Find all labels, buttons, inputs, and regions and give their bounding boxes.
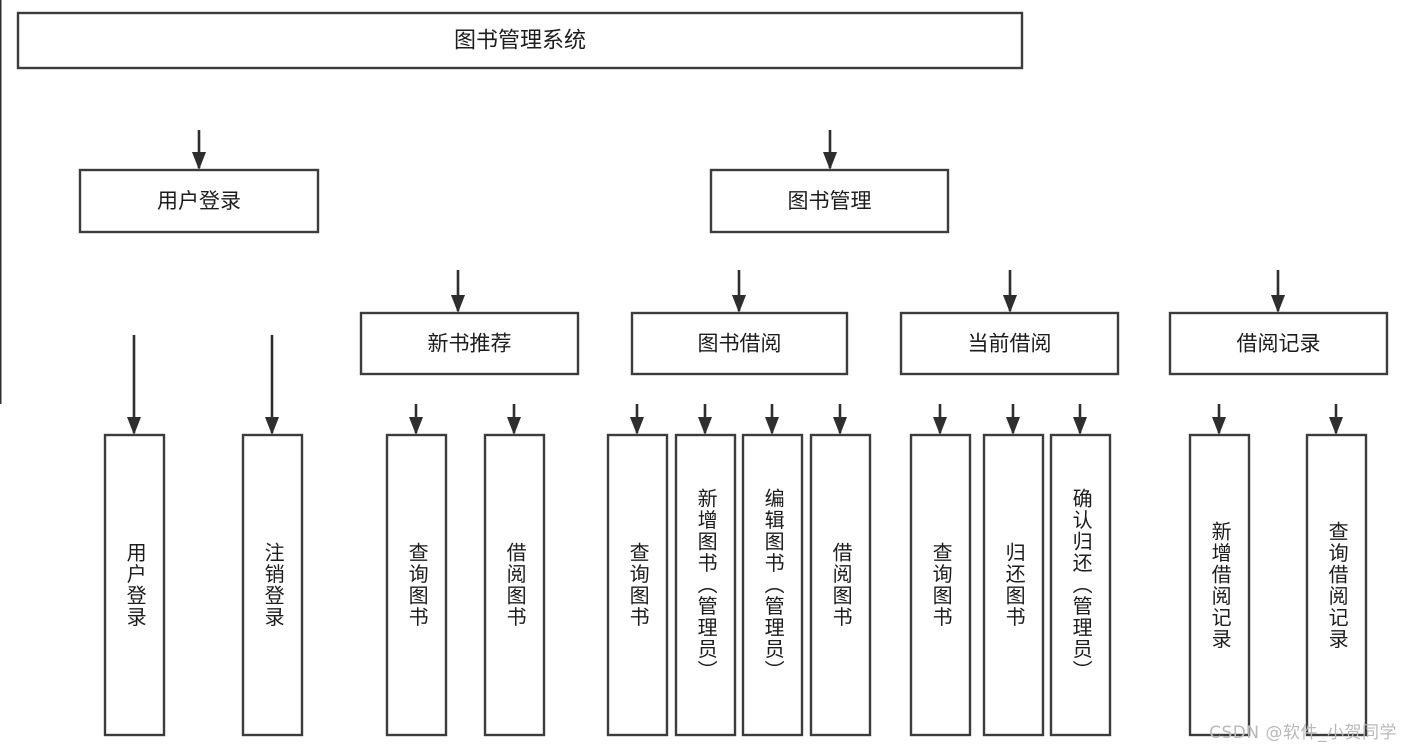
node-box-leaf-edit-book-admin[interactable] (741, 433, 804, 737)
arrow-head (409, 417, 423, 435)
arrow-head (507, 417, 521, 435)
node-box-leaf-query-book-recommend[interactable] (385, 433, 448, 737)
node-label: 用户登录 (157, 189, 241, 213)
arrow-head (833, 417, 847, 435)
node-box-borrow-record[interactable] (1168, 311, 1389, 376)
node-box-leaf-query-book-current[interactable] (909, 433, 972, 737)
arrow-head (1073, 417, 1087, 435)
node-box-leaf-confirm-return-admin[interactable] (1049, 433, 1112, 737)
node-box-leaf-borrow-book[interactable] (809, 433, 872, 737)
node-box-leaf-add-book-admin[interactable] (674, 433, 737, 737)
arrow-head (823, 152, 837, 170)
arrow-head (732, 295, 746, 313)
arrow-head (192, 152, 206, 170)
node-box-leaf-borrow-book-recommend[interactable] (483, 433, 546, 737)
arrow-head (1329, 417, 1343, 435)
node-box-leaf-logout-login[interactable] (241, 433, 304, 737)
node-label: 当前借阅 (968, 332, 1052, 356)
node-label: 借阅记录 (1237, 332, 1321, 356)
node-box-leaf-return-book[interactable] (982, 433, 1045, 737)
arrow-head (451, 295, 465, 313)
arrow-head (1271, 295, 1285, 313)
arrow-head (933, 417, 947, 435)
node-box-current-borrow[interactable] (899, 311, 1120, 376)
arrow-head (1212, 417, 1226, 435)
arrow-head (127, 417, 141, 435)
node-box-new-book-recommend[interactable] (359, 311, 580, 376)
node-label: 图书管理 (788, 189, 872, 213)
csdn-watermark: CSDN @软件_小贺同学 (1209, 723, 1397, 743)
node-box-leaf-user-login[interactable] (103, 433, 166, 737)
node-box-leaf-query-book-borrow[interactable] (606, 433, 669, 737)
arrow-head (765, 417, 779, 435)
arrow-head (698, 417, 712, 435)
node-box-root[interactable] (16, 11, 1024, 70)
arrow-head (630, 417, 644, 435)
node-box-book-management[interactable] (709, 168, 950, 234)
node-box-book-borrow[interactable] (630, 311, 849, 376)
arrow-head (1006, 417, 1020, 435)
connector-layer (0, 0, 1343, 435)
node-box-user-login[interactable] (78, 168, 320, 234)
arrow-head (265, 417, 279, 435)
node-label: 图书借阅 (698, 332, 782, 356)
node-label: 图书管理系统 (454, 29, 586, 54)
node-label: 新书推荐 (428, 332, 512, 356)
node-box-leaf-add-borrow-record[interactable] (1188, 433, 1251, 737)
node-box-leaf-query-borrow-record[interactable] (1305, 433, 1368, 737)
arrow-head (1003, 295, 1017, 313)
node-box-layer (16, 11, 1389, 737)
